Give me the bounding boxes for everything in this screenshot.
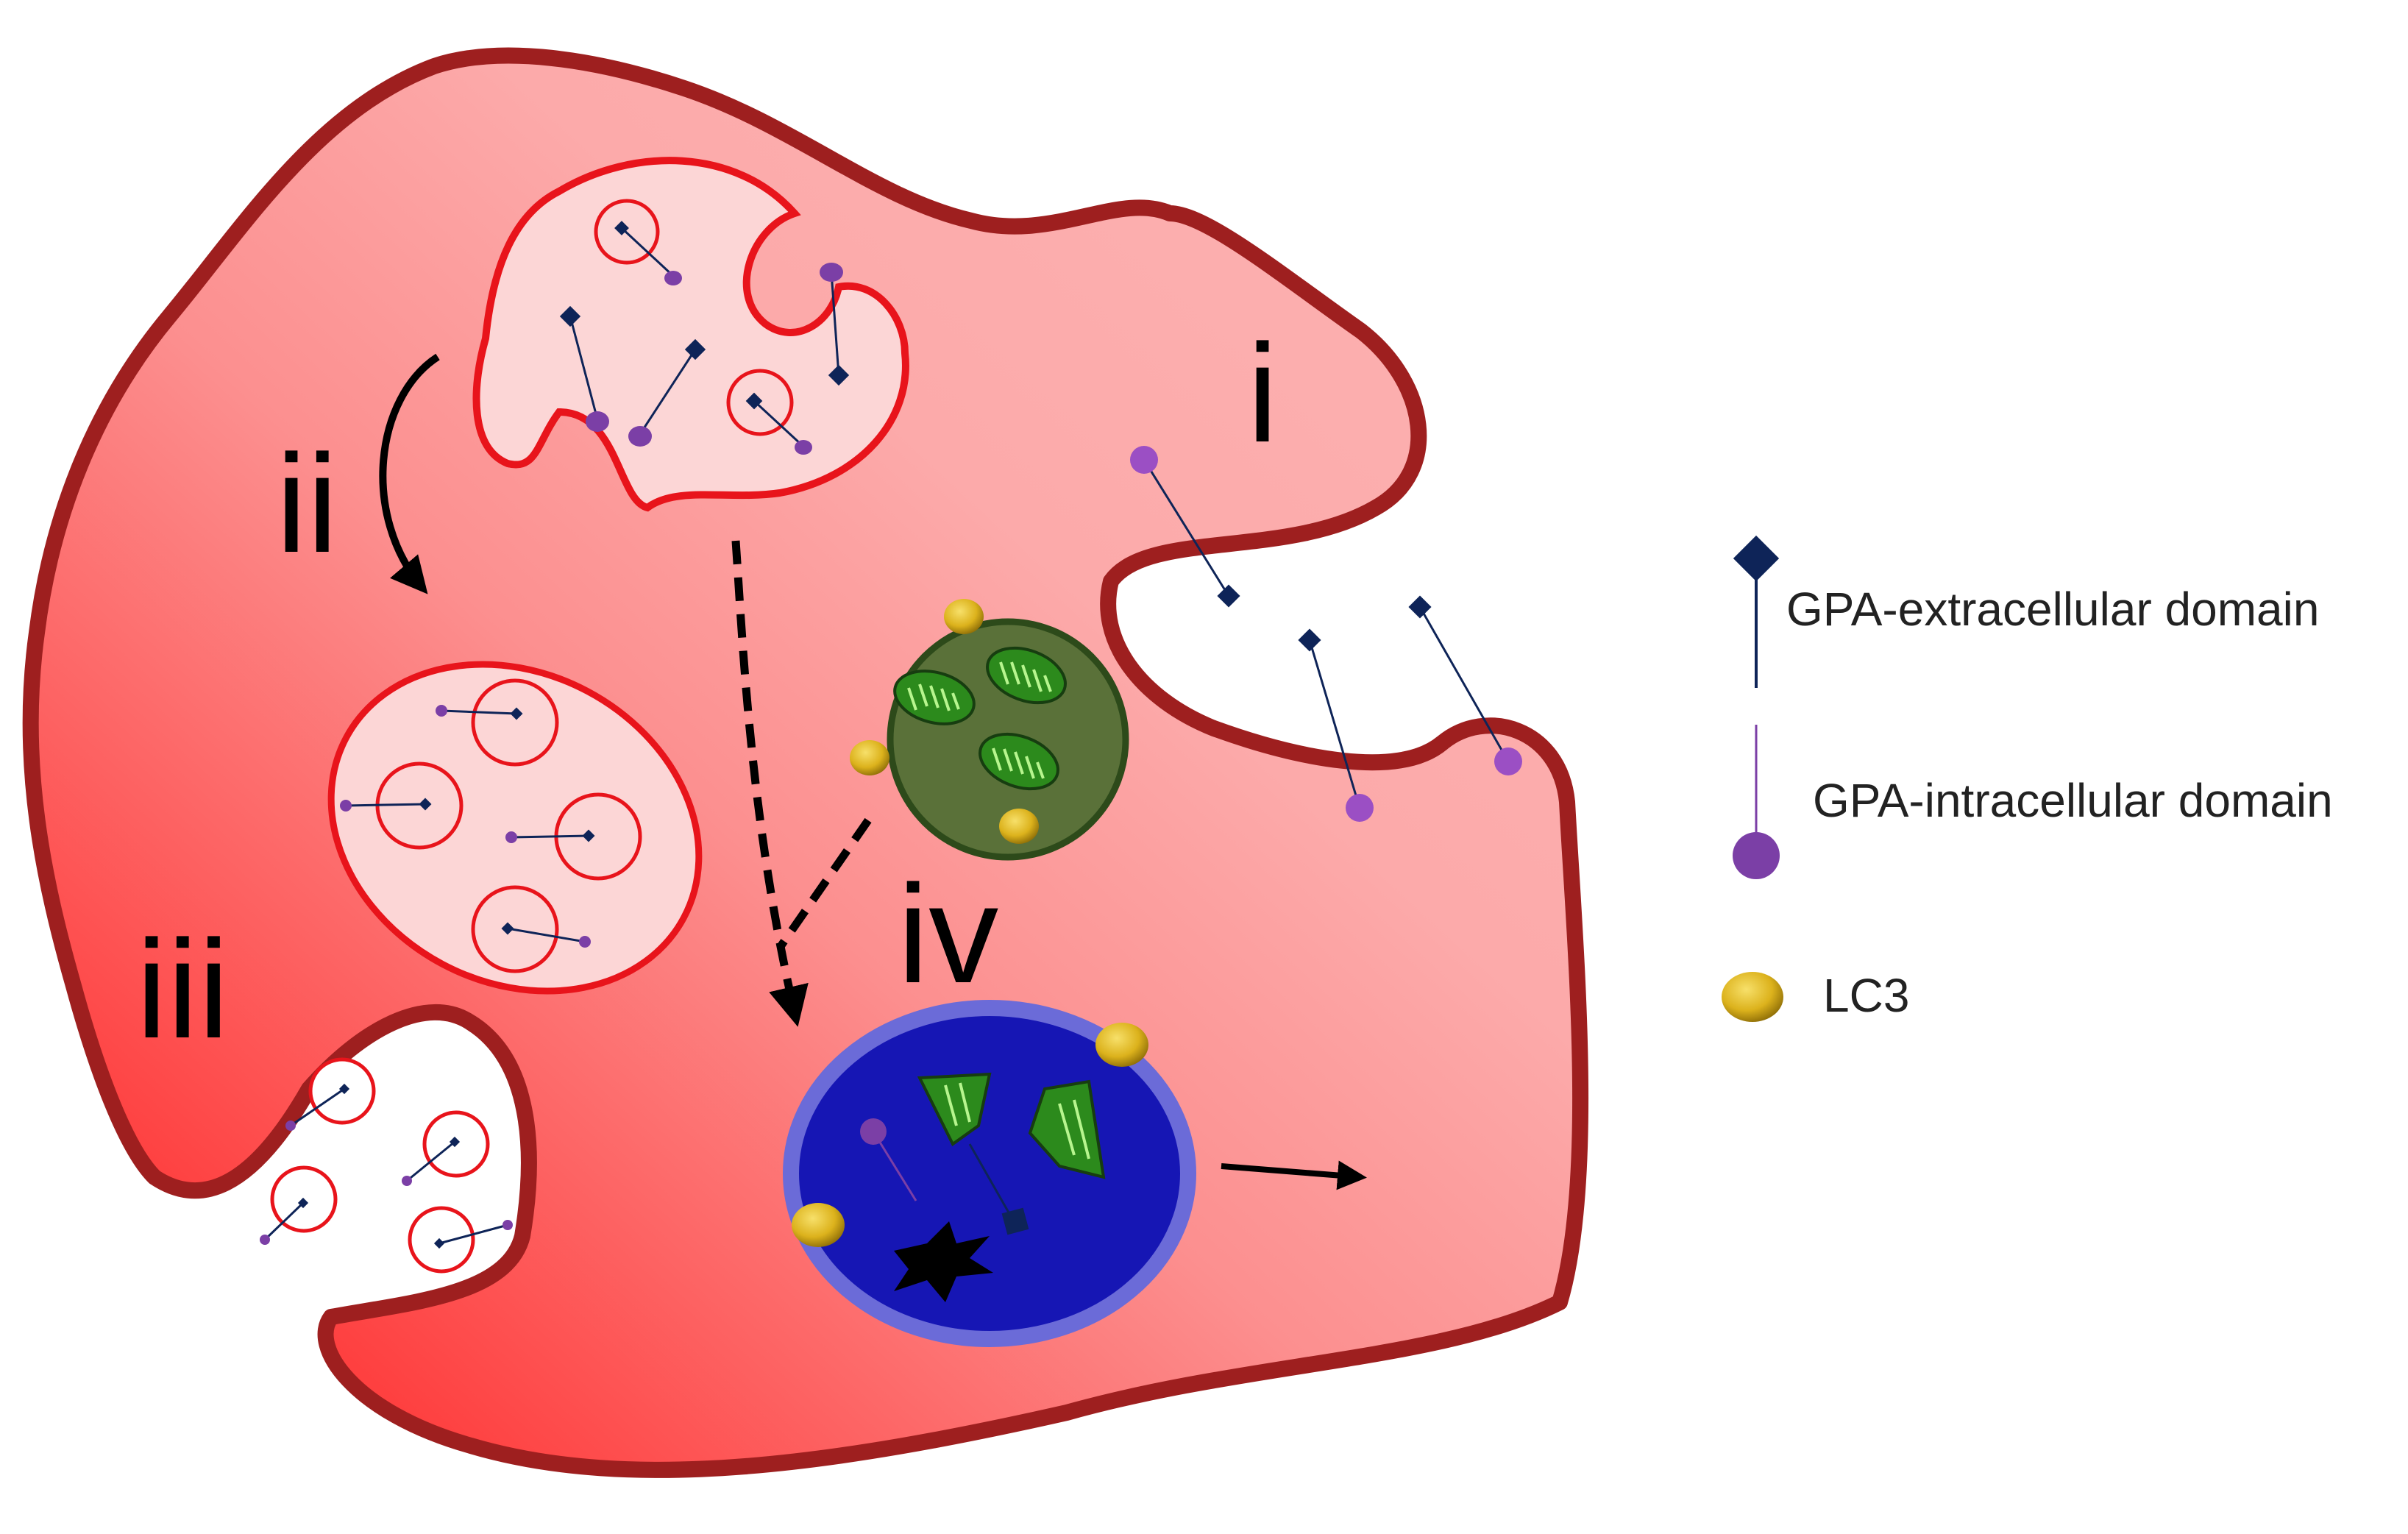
cell-membrane: [22, 47, 1589, 1478]
multivesicular-body-budding: [472, 157, 909, 512]
legend: GPA-extracellular domain GPA-intracellul…: [1722, 535, 2333, 1022]
dashed-arrow-from-mvb: [731, 540, 809, 1027]
legend-lc3-label: LC3: [1823, 969, 1909, 1022]
autophagosome: [850, 599, 1129, 861]
legend-extracellular-label: GPA-extracellular domain: [1786, 583, 2319, 636]
legend-intracellular-label: GPA-intracellular domain: [1813, 774, 2333, 827]
multivesicular-body: [327, 661, 703, 995]
degraded-debris: [894, 1221, 993, 1302]
lysosome: [783, 1000, 1196, 1347]
export-arrow: [1221, 1160, 1367, 1190]
label-ii: ii: [276, 426, 338, 582]
label-iv: iv: [898, 856, 998, 1012]
label-i: i: [1247, 316, 1278, 472]
legend-extracellular-icon: [1733, 535, 1780, 688]
legend-intracellular-icon: [1733, 725, 1780, 879]
legend-lc3-icon: [1722, 972, 1783, 1022]
arrow-ii: [379, 353, 440, 594]
exosomes-released: [260, 1057, 513, 1274]
label-iii: iii: [136, 912, 230, 1068]
surface-gpa-molecules: [1130, 446, 1522, 822]
dashed-arrow-from-autophagosome: [778, 817, 872, 948]
